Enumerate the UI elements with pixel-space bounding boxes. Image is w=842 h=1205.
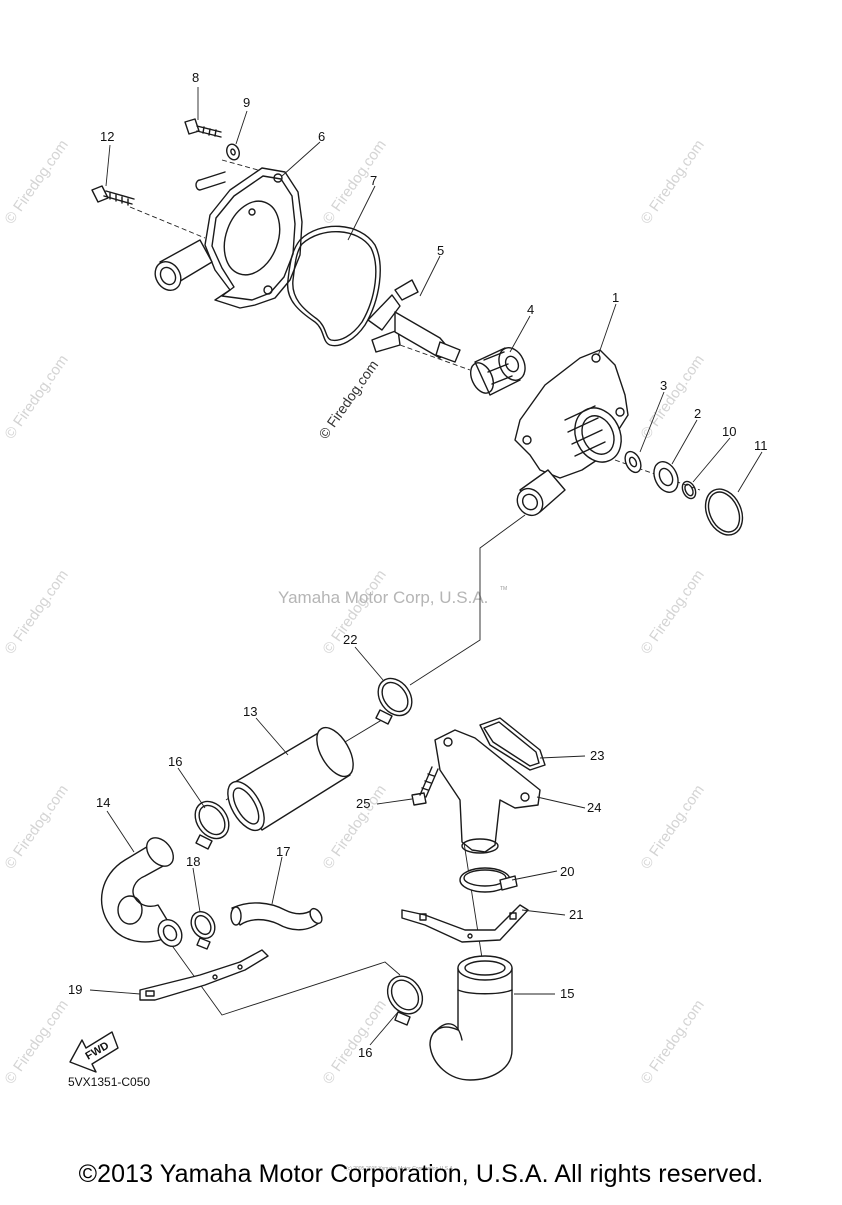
part-14-elbow-hose	[100, 837, 183, 948]
watermark: © Firedog.com	[1, 137, 71, 228]
part-23-gasket	[479, 717, 546, 771]
callout-number: 1	[612, 290, 619, 305]
callout-number: 25	[356, 796, 370, 811]
callout-number: 5	[437, 243, 444, 258]
callout-leaders	[89, 87, 763, 1046]
callout-number: 21	[569, 907, 583, 922]
callout-number: 12	[100, 129, 114, 144]
watermark: © Firedog.com	[1, 352, 71, 443]
part-3-seal	[624, 450, 642, 474]
callout-number: 14	[96, 795, 110, 810]
callout-number: 23	[590, 748, 604, 763]
part-2-bearing	[653, 461, 679, 493]
part-20-clamp	[459, 867, 518, 893]
axis-line	[221, 159, 259, 171]
part-1-pump-housing	[514, 349, 629, 517]
axis-line	[129, 206, 206, 239]
callout-number: 19	[68, 982, 82, 997]
watermark: © Firedog.com	[1, 997, 71, 1088]
part-25-bolt	[411, 766, 439, 806]
callout-number: 24	[587, 800, 601, 815]
watermark: © Firedog.com	[637, 997, 707, 1088]
part-11-oring	[704, 488, 744, 536]
part-12-bolt	[91, 185, 135, 206]
callout-number: 11	[754, 438, 768, 453]
watermark: © Firedog.com	[637, 137, 707, 228]
tiny-notice: (c) 2005-2015 Yamaha Motor Corporation U…	[346, 1166, 454, 1172]
part-8-bolt	[184, 118, 222, 138]
part-16-clamp-upper	[194, 800, 230, 850]
watermark: © Firedog.com	[637, 782, 707, 873]
fwd-arrow-icon: FWD	[69, 1031, 119, 1073]
part-callouts: 8 9 12 6 7 5 4 1 3 2 10 11 22 13 16 14 1…	[68, 70, 768, 1060]
watermark: © Firedog.com	[1, 782, 71, 873]
part-4-seal	[469, 347, 526, 396]
callout-number: 3	[660, 378, 667, 393]
watermark: © Firedog.com	[319, 137, 389, 228]
callout-number: 10	[722, 424, 736, 439]
callout-number: 4	[527, 302, 534, 317]
callout-number: 16	[168, 754, 182, 769]
part-15-elbow-hose	[429, 955, 513, 1081]
watermark: © Firedog.com	[319, 782, 389, 873]
callout-number: 18	[186, 854, 200, 869]
callout-number: 9	[243, 95, 250, 110]
watermark: © Firedog.com	[637, 567, 707, 658]
watermark: © Firedog.com	[637, 352, 707, 443]
callout-number: 2	[694, 406, 701, 421]
part-17-small-hose	[230, 902, 323, 931]
center-watermark: Yamaha Motor Corp, U.S.A.	[278, 588, 488, 607]
axis-line	[399, 344, 471, 371]
part-7-gasket	[286, 225, 381, 347]
watermark: © Firedog.com	[319, 997, 389, 1088]
part-24-thermostat-housing	[434, 729, 541, 854]
part-9-washer	[226, 143, 240, 161]
copyright-footer: ©2013 Yamaha Motor Corporation, U.S.A. A…	[78, 1160, 764, 1188]
callout-number: 15	[560, 986, 574, 1001]
callout-number: 6	[318, 129, 325, 144]
part-18-clamp	[190, 910, 216, 950]
diagram-watermark: © Firedog.com	[315, 357, 381, 442]
callout-number: 13	[243, 704, 257, 719]
part-19-bracket	[139, 949, 269, 1001]
part-21-bracket	[401, 904, 529, 943]
watermark: © Firedog.com	[1, 567, 71, 658]
part-22-clamp	[375, 677, 413, 725]
callout-number: 20	[560, 864, 574, 879]
tm-mark: TM	[500, 586, 507, 592]
callout-number: 7	[370, 173, 377, 188]
part-5-impeller	[367, 279, 461, 363]
reference-code: 5VX1351-C050	[68, 1075, 150, 1089]
part-10-circlip	[681, 480, 697, 500]
watermark-layer: © Firedog.com © Firedog.com © Firedog.co…	[1, 137, 707, 1088]
part-6-pump-cover	[154, 167, 303, 309]
callout-number: 8	[192, 70, 199, 85]
part-13-hose	[227, 726, 354, 832]
hose-route-line	[409, 514, 526, 686]
callout-number: 16	[358, 1045, 372, 1060]
callout-number: 17	[276, 844, 290, 859]
callout-number: 22	[343, 632, 357, 647]
hose-route-line	[149, 914, 401, 1016]
part-16-clamp-lower	[386, 975, 424, 1026]
